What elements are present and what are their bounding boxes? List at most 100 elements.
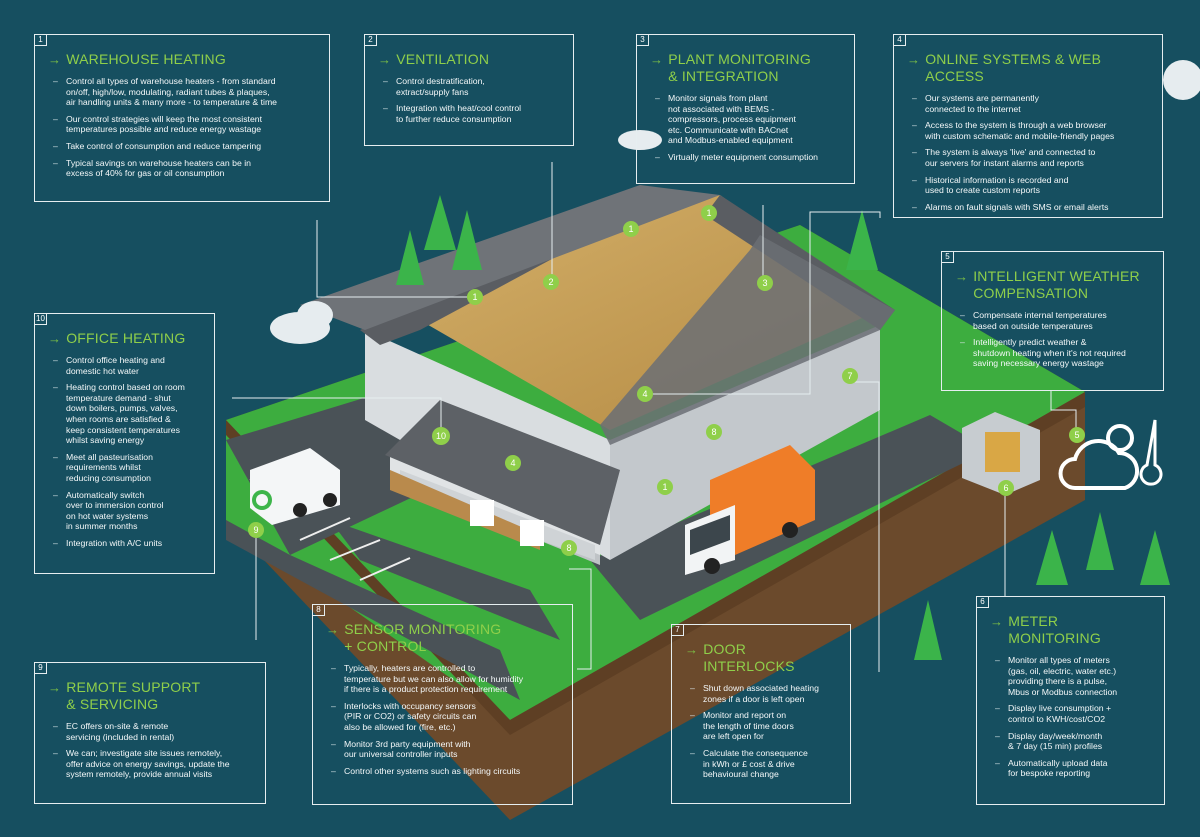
marker-7: 7 — [847, 371, 852, 381]
list-item: Monitor and report on the length of time… — [690, 710, 838, 742]
panel-title-text: VENTILATION — [396, 51, 490, 67]
panel-list: Our systems are permanently connected to… — [912, 93, 1150, 212]
connector-lines — [232, 162, 1077, 672]
list-item: Shut down associated heating zones if a … — [690, 683, 838, 704]
list-item: Monitor all types of meters (gas, oil, e… — [995, 655, 1152, 697]
panel-title-text: SENSOR MONITORING + CONTROL — [344, 621, 502, 654]
panel-list: Control destratification, extract/supply… — [383, 76, 561, 124]
panel-number: 4 — [893, 34, 906, 46]
list-item: Our systems are permanently connected to… — [912, 93, 1150, 114]
sensor-monitoring-panel: 8 → SENSOR MONITORING + CONTROL Typicall… — [312, 604, 573, 805]
list-item: Virtually meter equipment consumption — [655, 152, 842, 163]
list-item: Calculate the consequence in kWh or £ co… — [690, 748, 838, 780]
office-heating-panel: 10 → OFFICE HEATING Control office heati… — [34, 313, 215, 574]
list-item: Integration with heat/cool control to fu… — [383, 103, 561, 124]
marker-5: 5 — [1074, 430, 1079, 440]
panel-title-text: ONLINE SYSTEMS & WEB ACCESS — [925, 51, 1102, 84]
marker-8a: 8 — [711, 427, 716, 437]
panel-title: → DOOR INTERLOCKS — [685, 641, 838, 675]
trees — [396, 195, 1170, 660]
list-item: Intelligently predict weather & shutdown… — [960, 337, 1151, 369]
list-item: Typically, heaters are controlled to tem… — [331, 663, 560, 695]
list-item: Automatically switch over to immersion c… — [53, 490, 202, 532]
panel-list: Monitor signals from plant not associate… — [655, 93, 842, 163]
panel-title: → METER MONITORING — [990, 613, 1152, 647]
arrow-icon: → — [48, 52, 62, 67]
panel-title: → INTELLIGENT WEATHER COMPENSATION — [955, 268, 1151, 302]
list-item: Our control strategies will keep the mos… — [53, 114, 317, 135]
panel-number: 1 — [34, 34, 47, 46]
marker-9: 9 — [253, 525, 258, 535]
list-item: Typical savings on warehouse heaters can… — [53, 158, 317, 179]
panel-list: Control office heating and domestic hot … — [53, 355, 202, 549]
remote-support-panel: 9 → REMOTE SUPPORT & SERVICING EC offers… — [34, 662, 266, 804]
weather-icon — [1058, 419, 1163, 490]
list-item: The system is always 'live' and connecte… — [912, 147, 1150, 168]
panel-title: → VENTILATION — [378, 51, 561, 68]
plant-monitoring-panel: 3 → PLANT MONITORING & INTEGRATION Monit… — [636, 34, 855, 184]
marker-labels: 1 1 1 1 2 3 4 4 5 6 7 8 8 9 10 — [253, 208, 1079, 553]
list-item: Meet all pasteurisation requirements whi… — [53, 452, 202, 484]
panel-number: 5 — [941, 251, 954, 263]
door-interlocks-panel: 7 → DOOR INTERLOCKS Shut down associated… — [671, 624, 851, 804]
panel-title-text: INTELLIGENT WEATHER COMPENSATION — [973, 268, 1140, 301]
panel-title: → WAREHOUSE HEATING — [48, 51, 317, 68]
warehouse-heating-panel: 1 → WAREHOUSE HEATING Control all types … — [34, 34, 330, 202]
list-item: Display day/week/month & 7 day (15 min) … — [995, 731, 1152, 752]
panel-list: Typically, heaters are controlled to tem… — [331, 663, 560, 777]
marker-8b: 8 — [566, 543, 571, 553]
marker-circles — [248, 205, 1085, 556]
marker-3: 3 — [762, 278, 767, 288]
list-item: Compensate internal temperatures based o… — [960, 310, 1151, 331]
marker-1d: 1 — [662, 482, 667, 492]
list-item: Take control of consumption and reduce t… — [53, 141, 317, 152]
panel-title-text: DOOR INTERLOCKS — [703, 641, 795, 674]
list-item: Interlocks with occupancy sensors (PIR o… — [331, 701, 560, 733]
marker-6: 6 — [1003, 483, 1008, 493]
list-item: Monitor signals from plant not associate… — [655, 93, 842, 146]
arrow-icon: → — [326, 622, 340, 637]
delivery-truck — [685, 445, 815, 575]
panel-list: Compensate internal temperatures based o… — [960, 310, 1151, 369]
list-item: Access to the system is through a web br… — [912, 120, 1150, 141]
arrow-icon: → — [48, 680, 62, 695]
list-item: Control all types of warehouse heaters -… — [53, 76, 317, 108]
panel-list: EC offers on-site & remote servicing (in… — [53, 721, 253, 780]
arrow-icon: → — [907, 52, 921, 67]
list-item: Heating control based on room temperatur… — [53, 382, 202, 446]
panel-title: → REMOTE SUPPORT & SERVICING — [48, 679, 253, 713]
weather-compensation-panel: 5 → INTELLIGENT WEATHER COMPENSATION Com… — [941, 251, 1164, 391]
panel-title-text: METER MONITORING — [1008, 613, 1101, 646]
meter-monitoring-panel: 6 → METER MONITORING Monitor all types o… — [976, 596, 1165, 805]
list-item: Control other systems such as lighting c… — [331, 766, 560, 777]
panel-title-text: OFFICE HEATING — [66, 330, 186, 346]
panel-title: → ONLINE SYSTEMS & WEB ACCESS — [907, 51, 1150, 85]
ventilation-panel: 2 → VENTILATION Control destratification… — [364, 34, 574, 146]
arrow-icon: → — [955, 269, 969, 284]
panel-number: 9 — [34, 662, 47, 674]
panel-list: Monitor all types of meters (gas, oil, e… — [995, 655, 1152, 779]
clouds — [270, 60, 1200, 344]
panel-title: → SENSOR MONITORING + CONTROL — [326, 621, 560, 655]
list-item: Control office heating and domestic hot … — [53, 355, 202, 376]
panel-title: → OFFICE HEATING — [48, 330, 202, 347]
online-systems-panel: 4 → ONLINE SYSTEMS & WEB ACCESS Our syst… — [893, 34, 1163, 218]
list-item: Historical information is recorded and u… — [912, 175, 1150, 196]
marker-10: 10 — [436, 431, 446, 441]
panel-title-text: PLANT MONITORING & INTEGRATION — [668, 51, 811, 84]
panel-title-text: REMOTE SUPPORT & SERVICING — [66, 679, 201, 712]
panel-list: Shut down associated heating zones if a … — [690, 683, 838, 780]
panel-number: 7 — [671, 624, 684, 636]
marker-1b: 1 — [628, 224, 633, 234]
list-item: Control destratification, extract/supply… — [383, 76, 561, 97]
list-item: Monitor 3rd party equipment with our uni… — [331, 739, 560, 760]
panel-list: Control all types of warehouse heaters -… — [53, 76, 317, 179]
marker-1a: 1 — [472, 292, 477, 302]
marker-1c: 1 — [706, 208, 711, 218]
panel-title-text: WAREHOUSE HEATING — [66, 51, 226, 67]
list-item: Automatically upload data for bespoke re… — [995, 758, 1152, 779]
meter-kiosk — [962, 412, 1040, 495]
list-item: We can; investigate site issues remotely… — [53, 748, 253, 780]
arrow-icon: → — [650, 52, 664, 67]
list-item: EC offers on-site & remote servicing (in… — [53, 721, 253, 742]
